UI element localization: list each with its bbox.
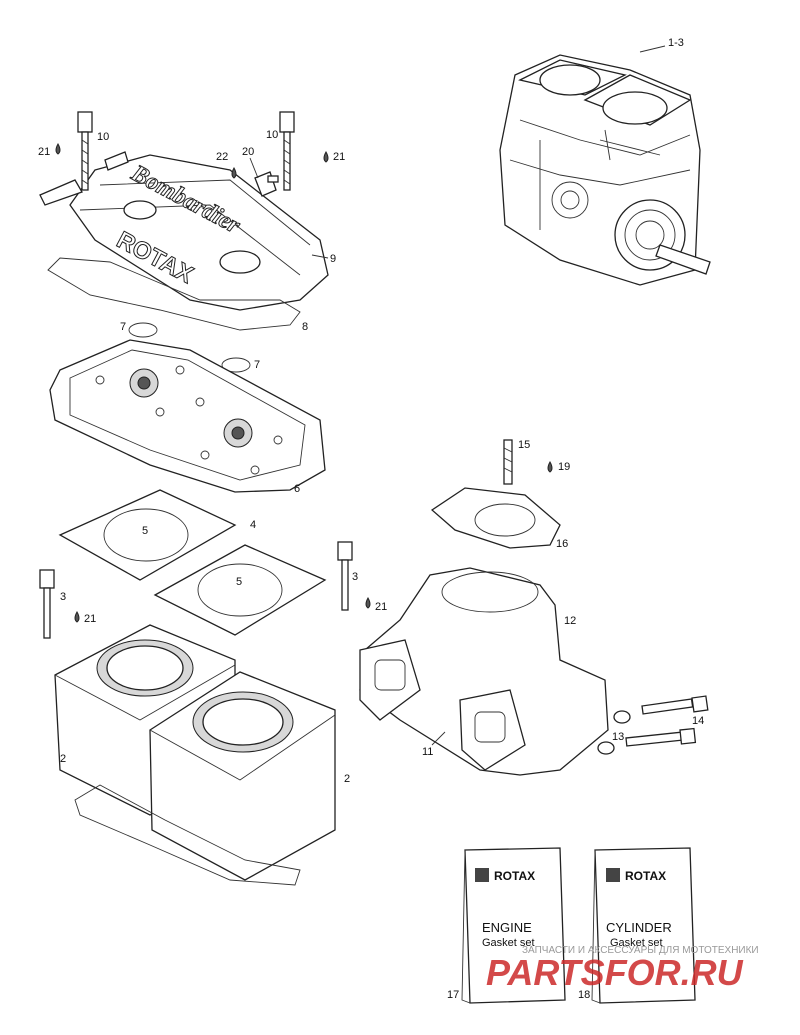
- callout-3-b: 3: [352, 571, 358, 583]
- callout-5-b: 5: [236, 576, 242, 588]
- rotax-logo-icon: [475, 868, 489, 882]
- washer-13-b: [597, 741, 615, 755]
- callout-7-a: 7: [120, 321, 126, 333]
- callout-20: 20: [242, 146, 254, 158]
- engine-book-subtitle: Gasket set: [482, 937, 535, 949]
- cylinder-gasket-set-book: ROTAX CYLINDER Gasket set: [591, 847, 696, 1004]
- callout-17: 17: [447, 989, 459, 1001]
- callout-10-right: 10: [266, 129, 278, 141]
- callout-10-left: 10: [97, 131, 109, 143]
- callout-14: 14: [692, 715, 704, 727]
- callout-9: 9: [330, 253, 336, 265]
- engine-gasket-set-book: ROTAX ENGINE Gasket set: [461, 847, 566, 1004]
- callout-13: 13: [612, 731, 624, 743]
- callout-7-b: 7: [254, 359, 260, 371]
- bolt-14-b: [625, 727, 697, 747]
- engine-book-title: ENGINE: [482, 920, 532, 935]
- cylinder-book-subtitle: Gasket set: [610, 937, 663, 949]
- callout-21-d: 21: [375, 601, 387, 613]
- drop-icon: [323, 150, 329, 163]
- exhaust-gasket-16: [430, 487, 561, 549]
- o-ring-7-left: [128, 322, 158, 338]
- callout-4: 4: [250, 519, 256, 531]
- bolt-14-a: [641, 695, 709, 715]
- engine-assembly: [499, 54, 711, 286]
- callout-2-b: 2: [344, 773, 350, 785]
- callout-21-a: 21: [38, 146, 50, 158]
- callout-12: 12: [564, 615, 576, 627]
- callout-21-b: 21: [333, 151, 345, 163]
- head-gasket-4: [58, 489, 237, 581]
- o-ring-7-right: [221, 357, 251, 373]
- bolt-10-right: [279, 111, 295, 191]
- cylinder-head: [49, 339, 326, 493]
- stud-15: [503, 439, 513, 485]
- gasket-8: [47, 257, 301, 331]
- callout-19: 19: [558, 461, 570, 473]
- washer-13-a: [613, 710, 631, 724]
- cylinder-book-title: CYLINDER: [606, 920, 672, 935]
- callout-3-a: 3: [60, 591, 66, 603]
- drop-icon: [74, 610, 80, 623]
- callout-15: 15: [518, 439, 530, 451]
- callout-2-a: 2: [60, 753, 66, 765]
- cylinder-head-cover: Bombardier ROTAX: [39, 151, 329, 311]
- drop-icon: [547, 460, 553, 473]
- head-gasket-5: [153, 544, 327, 636]
- watermark-tagline: ЗАПЧАСТИ И АКСЕССУАРЫ ДЛЯ МОТОТЕХНИКИ: [522, 945, 759, 956]
- callout-5-a: 5: [142, 525, 148, 537]
- drop-icon: [231, 166, 237, 179]
- callout-18: 18: [578, 989, 590, 1001]
- callout-1-3: 1-3: [668, 37, 684, 49]
- watermark-site: PARTSFOR.RU: [486, 952, 744, 993]
- cylinder-book-logo: ROTAX: [625, 869, 666, 883]
- rotax-logo-icon: [606, 868, 620, 882]
- temperature-sensor: [254, 171, 279, 197]
- bolt-3-left: [39, 569, 55, 639]
- callout-16: 16: [556, 538, 568, 550]
- drop-icon: [55, 142, 61, 155]
- callout-11: 11: [422, 746, 433, 758]
- exhaust-manifold: [359, 567, 609, 776]
- bolt-10-left: [77, 111, 93, 191]
- bolt-3-right: [337, 541, 353, 611]
- cylinder-right: [149, 671, 336, 881]
- base-gasket: [74, 784, 301, 886]
- engine-book-logo: ROTAX: [494, 869, 535, 883]
- callout-8: 8: [302, 321, 308, 333]
- callout-6: 6: [294, 483, 300, 495]
- callout-22: 22: [216, 151, 228, 163]
- callout-21-c: 21: [84, 613, 96, 625]
- drop-icon: [365, 596, 371, 609]
